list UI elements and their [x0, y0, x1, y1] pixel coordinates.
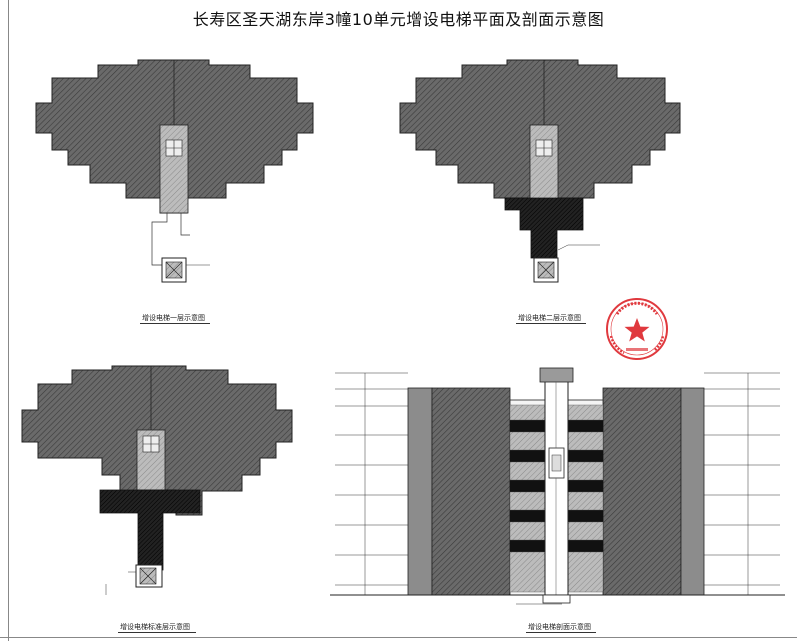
level-markers-left: [335, 372, 408, 595]
building-section-left-outer: [407, 387, 433, 596]
caption-section: 增设电梯剖面示意图: [528, 623, 591, 631]
caption-underline: [516, 323, 586, 324]
elevator-shaft-section: [544, 379, 569, 596]
elevator-machine-room: [539, 367, 574, 383]
plan-first-floor: [35, 59, 314, 283]
section-view: [330, 367, 785, 605]
caption-plan-first-floor: 增设电梯一层示意图: [142, 314, 205, 322]
stair-landings: [510, 420, 603, 552]
building-section-left: [431, 387, 511, 596]
stair-core: [159, 124, 189, 214]
building-section-right-outer: [680, 387, 705, 596]
pit: [542, 594, 571, 604]
building-section-right: [602, 387, 682, 596]
caption-underline: [526, 632, 596, 633]
plan-standard-floor: [21, 365, 293, 595]
company-seal: [606, 298, 668, 360]
plan-second-floor: [399, 59, 681, 283]
new-corridor: [99, 489, 201, 571]
frame-line: [8, 0, 9, 641]
caption-underline: [118, 632, 196, 633]
frame-line: [0, 637, 797, 638]
star-icon: [624, 318, 650, 342]
page-title: 长寿区圣天湖东岸3幢10单元增设电梯平面及剖面示意图: [192, 10, 605, 29]
caption-underline: [140, 323, 210, 324]
new-corridor: [504, 197, 584, 259]
caption-plan-standard-floor: 增设电梯标准层示意图: [120, 623, 190, 631]
caption-plan-second-floor: 增设电梯二层示意图: [518, 314, 581, 322]
level-markers-right: [704, 372, 780, 595]
